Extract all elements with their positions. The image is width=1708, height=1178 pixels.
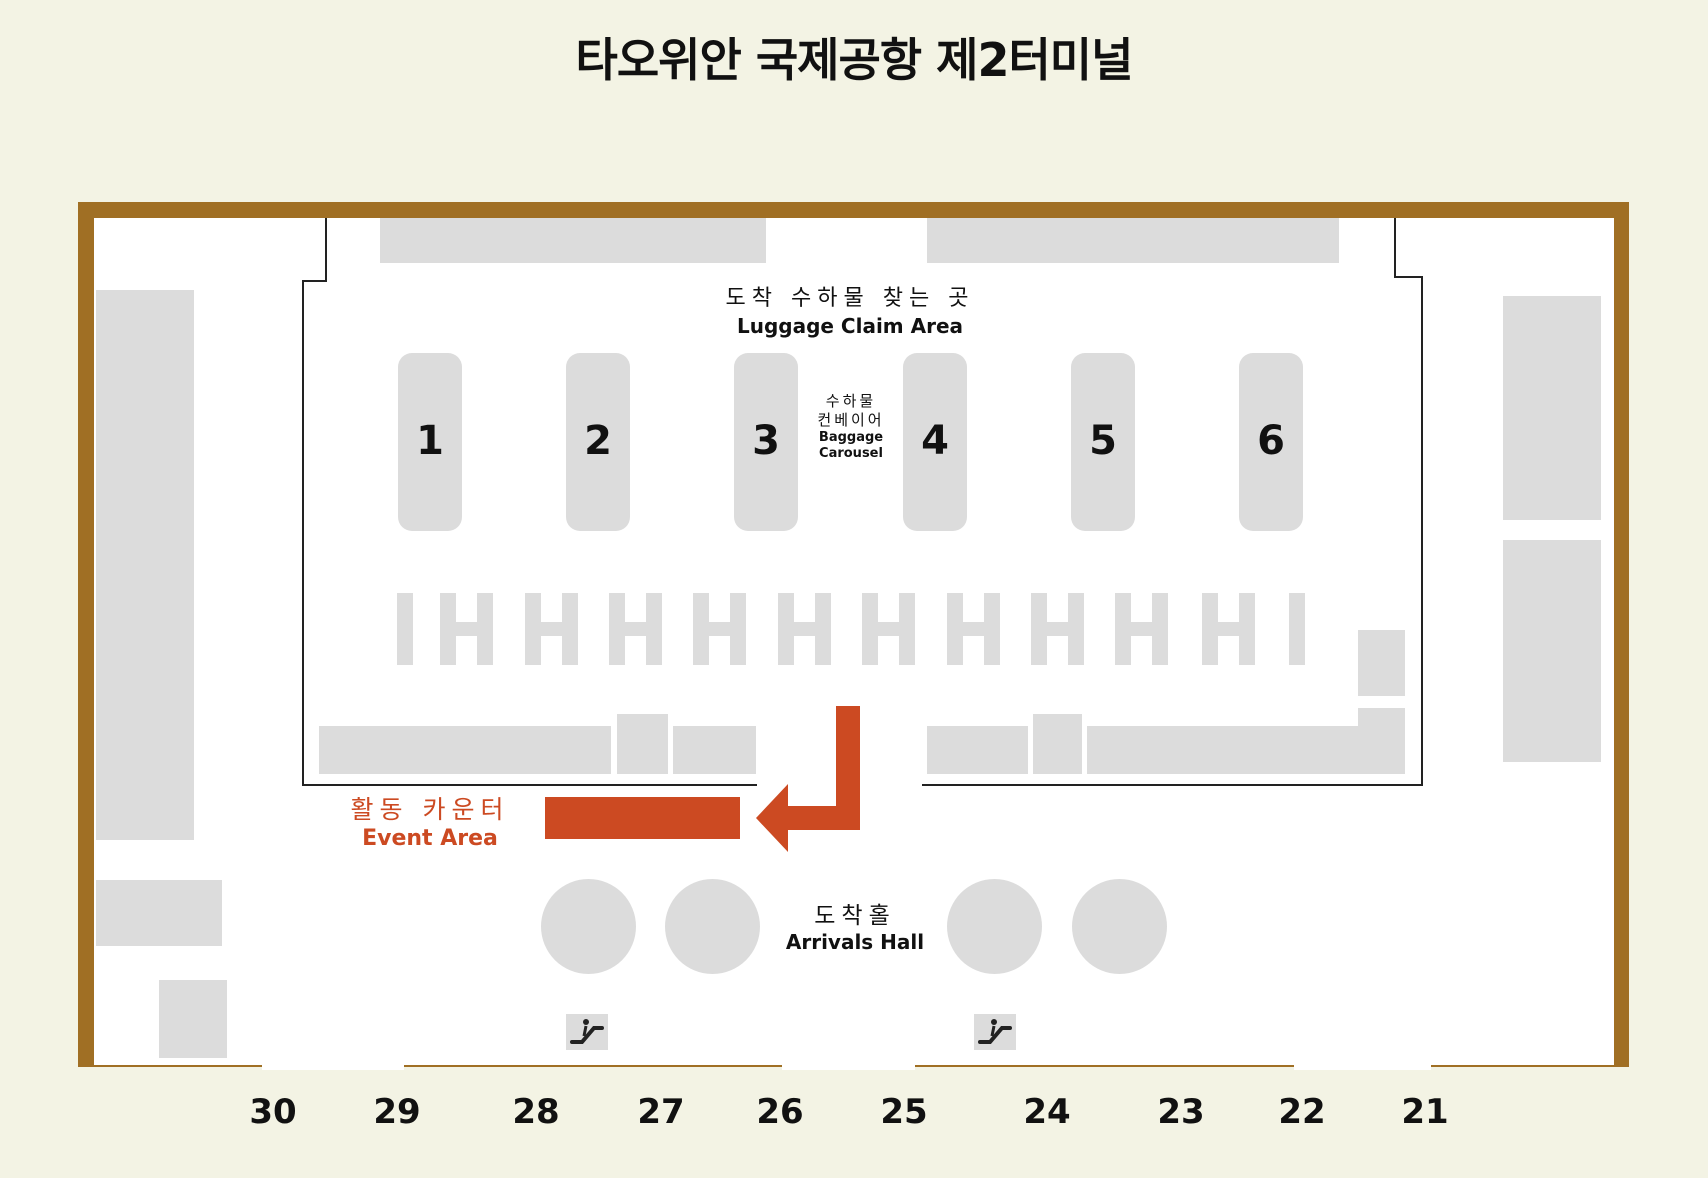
cart-barrier-bar (778, 622, 831, 636)
baggage-carousel (566, 353, 630, 531)
carousel-number: 6 (1257, 418, 1285, 464)
claim-shop-block (319, 726, 611, 774)
claim-shop-block (927, 726, 1028, 774)
claim-wall (302, 784, 757, 786)
right-shop-block (1503, 540, 1601, 762)
carousel-label-en-1: Baggage (818, 430, 884, 445)
cart-barrier-bar (862, 622, 915, 636)
route-arrow-head (756, 784, 788, 852)
baggage-carousel (734, 353, 798, 531)
luggage-claim-en: Luggage Claim Area (736, 314, 964, 338)
claim-wall (1421, 276, 1423, 786)
entrance-gap (262, 1054, 404, 1070)
map-title: 타오위안 국제공항 제2터미널 (575, 33, 1134, 87)
claim-wall (1394, 276, 1423, 278)
claim-shop-block (1358, 708, 1405, 774)
left-shop-block (159, 980, 227, 1058)
event-area-ko: 활동 카운터 (350, 795, 510, 824)
cart-barrier-post (1289, 593, 1305, 665)
claim-shop-block (1358, 630, 1405, 696)
entrance-gap (782, 1054, 915, 1070)
cart-barrier-bar (947, 622, 1000, 636)
claim-wall (302, 280, 327, 282)
arrivals-hall-pillar (541, 879, 636, 974)
cart-barrier-bar (609, 622, 662, 636)
carousel-number: 5 (1089, 418, 1117, 464)
top-shop-block (380, 218, 766, 263)
arrivals-hall-ko: 도착홀 (814, 903, 896, 929)
gate-number: 22 (1278, 1092, 1326, 1132)
baggage-carousel (1239, 353, 1303, 531)
luggage-claim-label: 도착 수하물 찾는 곳 Luggage Claim Area (640, 280, 1060, 338)
arrivals-hall-pillar (665, 879, 760, 974)
claim-wall (1394, 218, 1396, 278)
arrivals-hall-label: 도착홀 Arrivals Hall (770, 896, 940, 954)
claim-wall (922, 784, 1423, 786)
gate-number: 27 (637, 1092, 685, 1132)
arrivals-hall-pillar (947, 879, 1042, 974)
arrivals-hall-pillar (1072, 879, 1167, 974)
left-shop-block (96, 290, 194, 840)
gate-number: 26 (756, 1092, 804, 1132)
escalator-icon (566, 1014, 608, 1050)
carousel-number: 3 (752, 418, 780, 464)
cart-barrier-bar (440, 622, 493, 636)
carousel-number: 2 (584, 418, 612, 464)
cart-barrier-bar (1031, 622, 1084, 636)
arrivals-hall-en: Arrivals Hall (785, 930, 925, 954)
gate-number: 28 (512, 1092, 560, 1132)
carousel-number: 1 (416, 418, 444, 464)
event-area-en: Event Area (362, 826, 498, 851)
top-shop-block (927, 218, 1339, 263)
event-area-label: 활동 카운터 Event Area (320, 790, 540, 851)
gate-number: 21 (1401, 1092, 1449, 1132)
carousel-number: 4 (921, 418, 949, 464)
gate-number: 25 (880, 1092, 928, 1132)
entrance-gap (1294, 1054, 1431, 1070)
carousel-label-ko-2: 컨베이어 (817, 411, 885, 429)
luggage-claim-ko: 도착 수하물 찾는 곳 (725, 286, 975, 311)
claim-shop-block (1087, 726, 1405, 774)
claim-wall (302, 280, 304, 786)
claim-shop-block (617, 714, 668, 774)
cart-barrier-bar (693, 622, 746, 636)
cart-barrier-post (397, 593, 413, 665)
cart-barrier-bar (1202, 622, 1255, 636)
right-shop-block (1503, 296, 1601, 520)
gate-number: 23 (1157, 1092, 1205, 1132)
event-area-counter[interactable] (545, 797, 740, 839)
gate-number: 29 (373, 1092, 421, 1132)
baggage-carousel (903, 353, 967, 531)
carousel-label-en-2: Carousel (819, 446, 883, 461)
left-shop-block (96, 880, 222, 946)
carousel-label-ko-1: 수하물 (825, 392, 877, 410)
claim-shop-block (1033, 714, 1082, 774)
escalator-icon (974, 1014, 1016, 1050)
baggage-carousel (1071, 353, 1135, 531)
claim-shop-block (673, 726, 756, 774)
baggage-carousel (398, 353, 462, 531)
claim-wall (325, 218, 327, 282)
gate-number: 24 (1023, 1092, 1071, 1132)
route-arrow (784, 806, 860, 830)
carousel-label: 수하물 컨베이어 Baggage Carousel (800, 392, 902, 462)
cart-barrier-bar (525, 622, 578, 636)
cart-barrier-bar (1115, 622, 1168, 636)
gate-number: 30 (249, 1092, 297, 1132)
